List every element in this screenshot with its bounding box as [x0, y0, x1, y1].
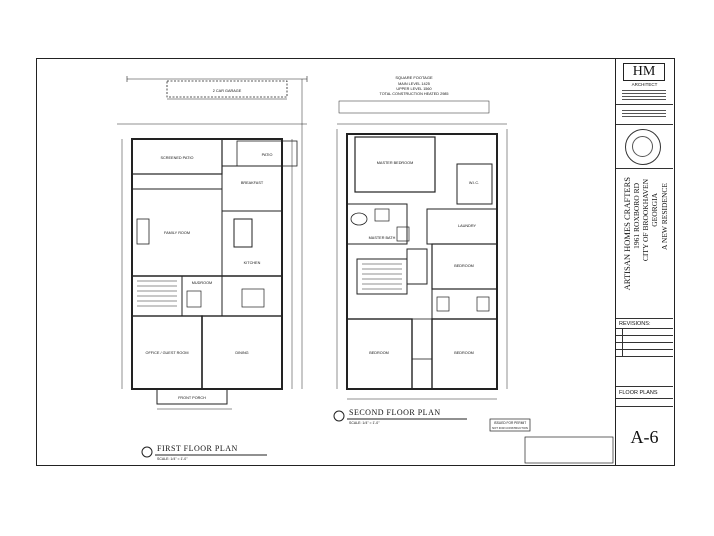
office-label: OFFICE / GUEST ROOM — [146, 351, 189, 355]
project-line-4: GEORGIA — [650, 193, 659, 227]
wic-label: W.I.C. — [469, 181, 479, 185]
hm-logo: HM — [623, 63, 665, 81]
logo-cell: HM ARCHITECT — [616, 59, 673, 105]
master-bedroom-label: MASTER BEDROOM — [377, 161, 414, 165]
seal-cell — [616, 125, 673, 169]
architect-info — [622, 88, 666, 103]
first-floor-marker — [141, 446, 153, 458]
sheet-title-cell: FLOOR PLANS — [616, 387, 673, 399]
master-bath-label: MASTER BATH — [369, 236, 396, 240]
floor-plans-drawing: 2 CAR GARAGE PATIO SCREENED PATIO BREAKF… — [117, 75, 614, 464]
laundry-label: LAUNDRY — [458, 224, 477, 228]
project-info: ARTISAN HOMES CRAFTERS 1961 ROXBORO RD C… — [616, 169, 673, 319]
revisions-header: REVISIONS: — [616, 319, 673, 329]
revision-row — [616, 350, 673, 357]
revisions-label: REVISIONS: — [619, 321, 651, 327]
area-line-3: TOTAL CONSTRUCTION HEATED 2985 — [379, 92, 448, 96]
logo-sub: ARCHITECT — [631, 82, 658, 87]
area-line-2: UPPER LEVEL 1560 — [396, 87, 431, 91]
firm-notes — [616, 105, 673, 125]
second-floor-scale: SCALE: 1/4" = 1'-0" — [349, 421, 380, 425]
kitchen-label: KITCHEN — [244, 261, 261, 265]
revision-row — [616, 329, 673, 336]
garage-label: 2 CAR GARAGE — [213, 89, 242, 93]
second-floor-title: SECOND FLOOR PLAN — [349, 408, 441, 417]
sheet-title: FLOOR PLANS — [619, 390, 658, 396]
dining-label: DINING — [235, 351, 248, 355]
bedroom-2-label: BEDROOM — [454, 264, 474, 268]
architect-seal-icon — [625, 129, 661, 165]
project-line-2: 1961 ROXBORO RD — [632, 183, 641, 249]
project-line-3: CITY OF BROOKHAVEN — [641, 179, 650, 262]
sheet-number: A-6 — [630, 427, 659, 447]
project-line-5: A NEW RESIDENCE — [660, 183, 669, 250]
patio-label: PATIO — [262, 153, 273, 157]
first-floor-title: FIRST FLOOR PLAN — [157, 444, 238, 453]
title-block: HM ARCHITECT ARTISAN HOMES CRAFTERS 19 — [615, 59, 674, 465]
bedroom-4-label: BEDROOM — [454, 351, 474, 355]
blank-revision-space — [616, 357, 673, 387]
second-floor-marker — [333, 410, 345, 422]
sheet-number-cell: A-6 — [616, 407, 673, 465]
plans-area: 2 CAR GARAGE PATIO SCREENED PATIO BREAKF… — [37, 59, 614, 465]
drawing-sheet: 2 CAR GARAGE PATIO SCREENED PATIO BREAKF… — [36, 58, 675, 466]
breakfast-label: BREAKFAST — [241, 181, 264, 185]
area-line-1: MAIN LEVEL 1425 — [398, 82, 430, 86]
drawing-number-header — [616, 399, 673, 407]
screened-patio-label: SCREENED PATIO — [161, 156, 194, 160]
permit-stamp-line-2: NOT FOR CONSTRUCTION — [492, 426, 528, 430]
permit-stamp-line-1: ISSUED FOR PERMIT — [494, 421, 526, 425]
bedroom-3-label: BEDROOM — [369, 351, 389, 355]
first-floor-scale: SCALE: 1/4" = 1'-0" — [157, 457, 188, 461]
mudroom-label: MUDROOM — [192, 281, 212, 285]
project-line-1: ARTISAN HOMES CRAFTERS — [622, 177, 632, 291]
area-heading: SQUARE FOOTAGE — [395, 75, 433, 80]
front-porch-label: FRONT PORCH — [178, 396, 206, 400]
revision-row — [616, 336, 673, 343]
revision-row — [616, 343, 673, 350]
family-room-label: FAMILY ROOM — [164, 231, 190, 235]
